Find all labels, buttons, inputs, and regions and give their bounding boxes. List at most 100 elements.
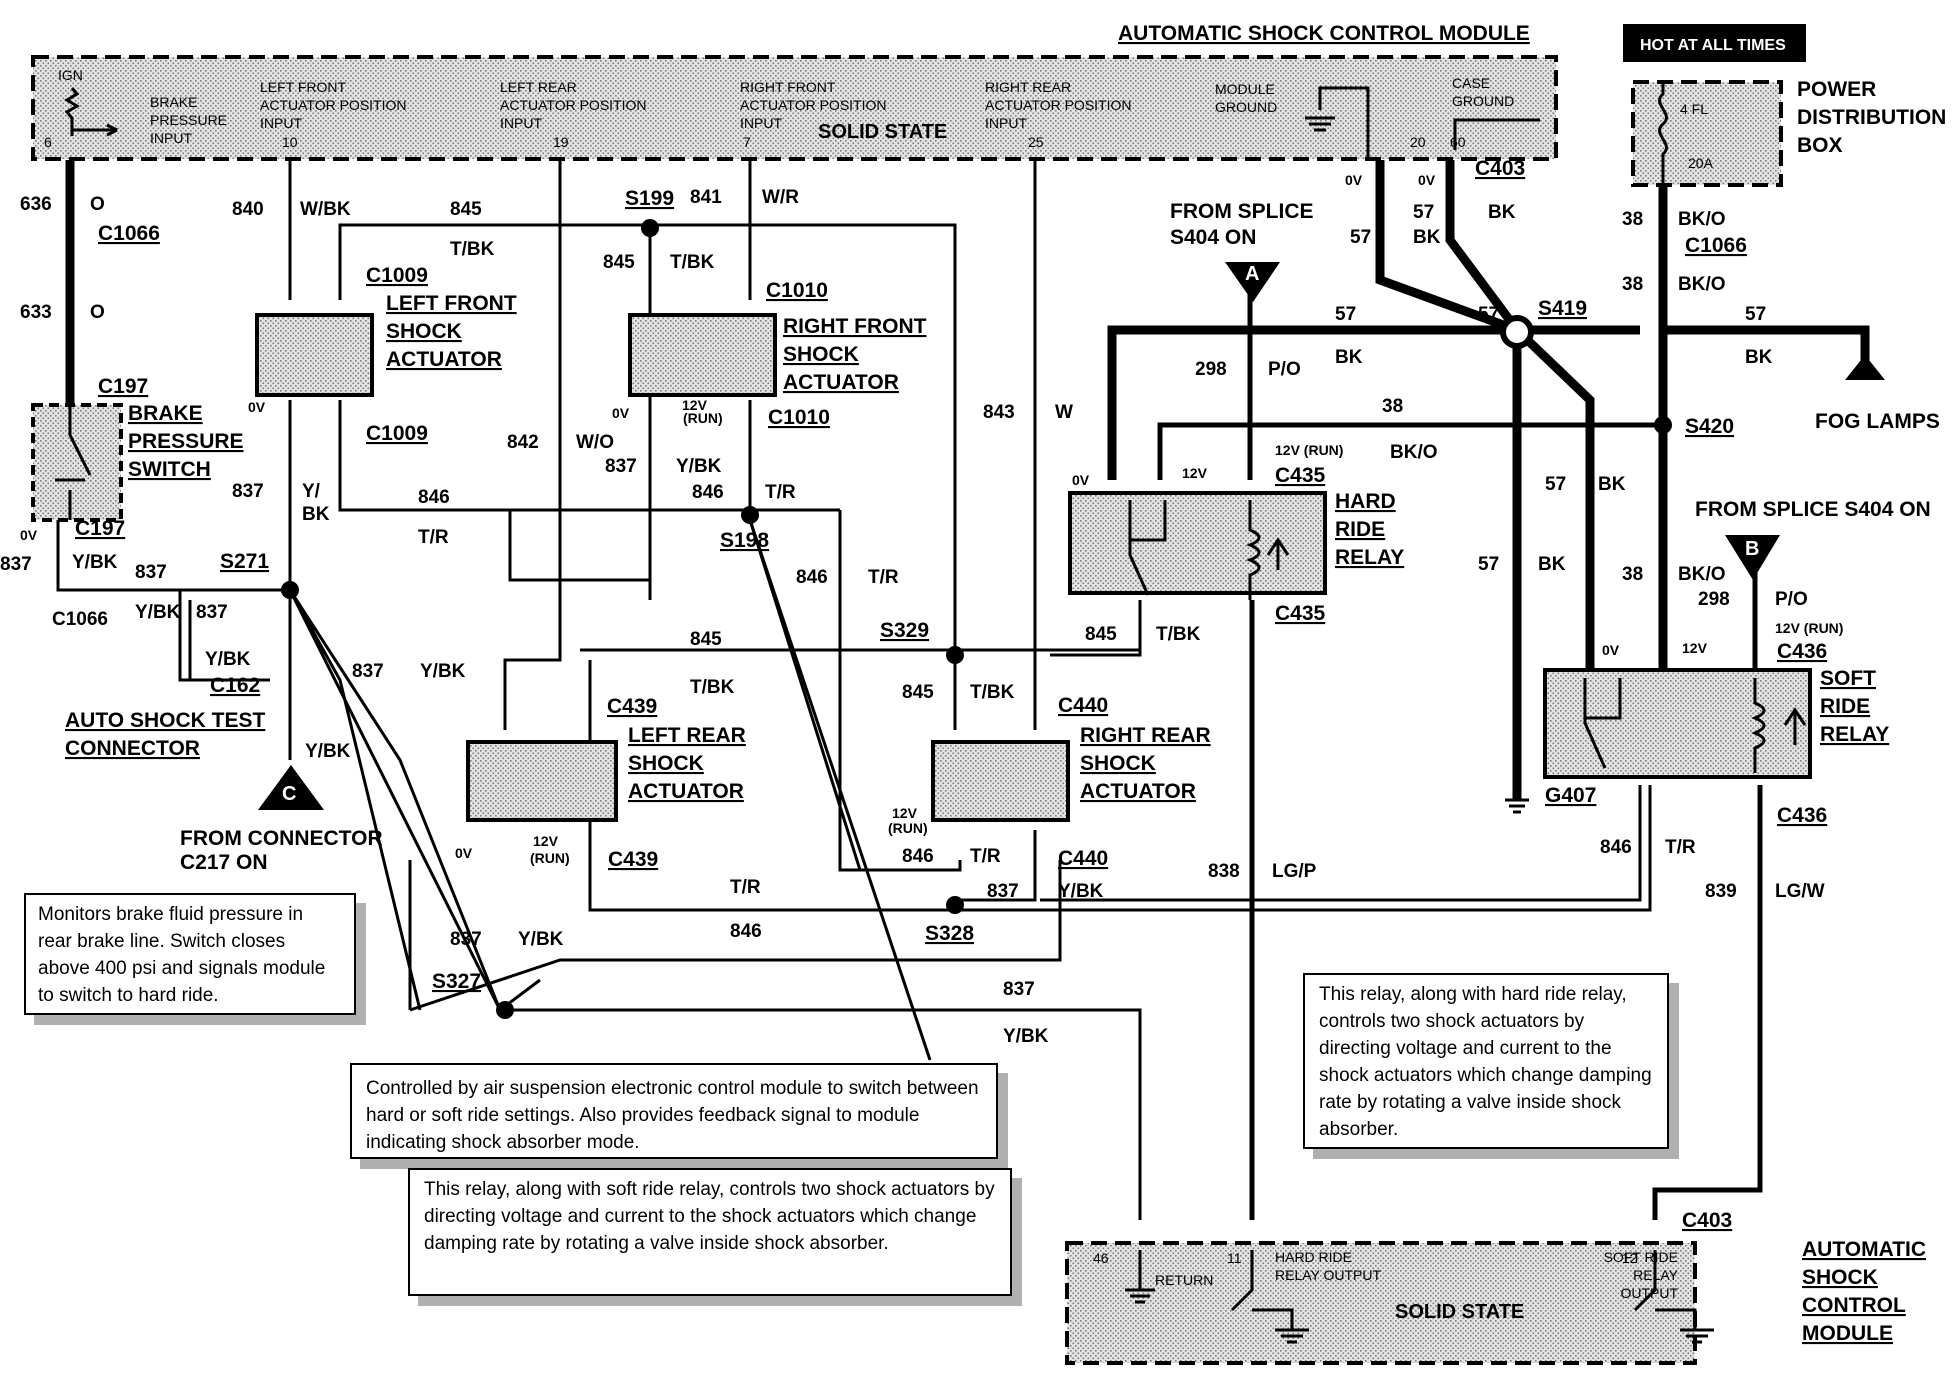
label-w837i: 837 (1003, 979, 1035, 1000)
right-rear-shock-actuator: RIGHT REAR SHOCK ACTUATOR (931, 724, 1211, 822)
label-ov_s: 0V (1602, 642, 1620, 658)
svg-text:MODULE: MODULE (1215, 81, 1275, 97)
svg-text:60: 60 (1450, 134, 1466, 150)
svg-text:FROM SPLICE: FROM SPLICE (1170, 200, 1314, 223)
label-bk_g: BK (1538, 554, 1566, 575)
label-s199: S199 (625, 187, 674, 210)
svg-text:ACTUATOR POSITION: ACTUATOR POSITION (740, 97, 887, 113)
label-w837c: 837 (196, 602, 228, 623)
svg-text:RETURN: RETURN (1155, 1272, 1213, 1288)
svg-text:OUTPUT: OUTPUT (1620, 1285, 1678, 1301)
splice-b: B FROM SPLICE S404 ON (1695, 498, 1931, 580)
label-tbk_d: T/BK (970, 682, 1015, 703)
label-ybk_h: Y/BK (1058, 881, 1104, 902)
label-w298b: 298 (1698, 589, 1730, 610)
label-bko_a: BK/O (1390, 442, 1438, 463)
label-bk_c: BK (1488, 202, 1516, 223)
svg-text:CONTROL: CONTROL (1802, 1294, 1906, 1317)
label-ybk_i: Y/BK (518, 929, 564, 950)
label-v12_h: 12V (1182, 465, 1208, 481)
svg-text:SOLID STATE: SOLID STATE (1395, 1301, 1524, 1323)
svg-text:ACTUATOR: ACTUATOR (628, 780, 744, 803)
splice-s328 (946, 896, 964, 914)
pin-rr-actuator-position: 25 RIGHT REAR ACTUATOR POSITION INPUT (985, 79, 1132, 150)
label-ov_lr: 0V (455, 845, 473, 861)
svg-text:AUTOMATIC: AUTOMATIC (1802, 1238, 1926, 1261)
label-tbk_e: T/BK (1156, 624, 1201, 645)
label-c440b: C440 (1058, 847, 1108, 870)
label-ov_t2: 0V (1418, 172, 1436, 188)
svg-text:RIGHT FRONT: RIGHT FRONT (783, 315, 927, 338)
label-w837e: 837 (605, 456, 637, 477)
label-bk_f: BK (1745, 347, 1773, 368)
svg-text:SHOCK: SHOCK (386, 320, 462, 343)
label-tr_f: T/R (1665, 837, 1696, 858)
svg-text:HARD: HARD (1335, 490, 1396, 513)
label-w837h: 837 (450, 929, 482, 950)
label-tbk_a: T/BK (450, 239, 495, 260)
pin-brake-pressure-input: 6 BRAKE PRESSURE INPUT (44, 94, 227, 150)
fuse-symbol (1658, 82, 1668, 194)
label-w298a: 298 (1195, 359, 1227, 380)
svg-text:POWER: POWER (1797, 78, 1876, 101)
svg-text:PRESSURE: PRESSURE (150, 112, 227, 128)
label-c435b: C435 (1275, 602, 1326, 625)
svg-text:RIGHT FRONT: RIGHT FRONT (740, 79, 836, 95)
pin-module-ground: 20 MODULE GROUND (1215, 81, 1426, 150)
label-c436a: C436 (1777, 640, 1827, 663)
svg-text:INPUT: INPUT (150, 130, 192, 146)
ign-label: IGN (58, 67, 83, 83)
label-ov_lf: 0V (248, 399, 266, 415)
left-front-shock-actuator: LEFT FRONT SHOCK ACTUATOR (255, 292, 517, 397)
label-s419: S419 (1538, 297, 1587, 320)
label-w837b: 837 (135, 562, 167, 583)
label-c1066a: C1066 (98, 222, 160, 245)
hot-at-all-times-badge: HOT AT ALL TIMES (1623, 24, 1806, 62)
svg-text:C217 ON: C217 ON (180, 851, 268, 874)
splice-a: A FROM SPLICE S404 ON (1170, 200, 1314, 302)
svg-text:HARD RIDE: HARD RIDE (1275, 1249, 1352, 1265)
note-soft-ride-relay: This relay, along with hard ride relay, … (1303, 973, 1669, 1149)
label-w57e: 57 (1545, 474, 1566, 495)
auto-shock-test-connector: AUTO SHOCK TEST CONNECTOR (65, 709, 265, 760)
label-po_a: P/O (1268, 359, 1301, 380)
label-v12_s: 12V (1682, 640, 1708, 656)
svg-text:LEFT REAR: LEFT REAR (500, 79, 577, 95)
note-hard-ride-relay: This relay, along with soft ride relay, … (408, 1168, 1012, 1296)
svg-text:SWITCH: SWITCH (128, 458, 211, 481)
label-w837d: 837 (232, 481, 264, 502)
label-w842: 842 (507, 432, 539, 453)
svg-text:RIDE: RIDE (1335, 518, 1385, 541)
svg-text:12: 12 (1622, 1250, 1638, 1266)
label-tbk_c: T/BK (690, 677, 735, 698)
svg-text:BRAKE: BRAKE (128, 402, 203, 425)
svg-text:BRAKE: BRAKE (150, 94, 197, 110)
label-c197b: C197 (75, 517, 125, 540)
svg-text:11: 11 (1227, 1250, 1242, 1266)
svg-text:INPUT: INPUT (260, 115, 302, 131)
label-lgw: LG/W (1775, 881, 1825, 902)
label-tbk_b: T/BK (670, 252, 715, 273)
label-ybk_b: Y/BK (135, 602, 181, 623)
ground-g407-icon (1505, 798, 1529, 814)
svg-text:S404 ON: S404 ON (1170, 226, 1256, 249)
svg-text:ACTUATOR: ACTUATOR (386, 348, 502, 371)
label-w841: 841 (690, 187, 722, 208)
pin-lf-actuator-position: 10 LEFT FRONT ACTUATOR POSITION INPUT (260, 79, 407, 150)
svg-text:FROM SPLICE S404 ON: FROM SPLICE S404 ON (1695, 498, 1931, 521)
svg-text:CASE: CASE (1452, 75, 1490, 91)
label-run_rr: (RUN) (888, 820, 928, 836)
label-c1009b: C1009 (366, 422, 428, 445)
label-w837f: 837 (352, 661, 384, 682)
label-c439b: C439 (608, 848, 658, 871)
label-c403b: C403 (1682, 1209, 1732, 1232)
svg-text:ACTUATOR POSITION: ACTUATOR POSITION (500, 97, 647, 113)
brake-pressure-switch: BRAKE PRESSURE SWITCH (31, 402, 244, 522)
svg-text:INPUT: INPUT (740, 115, 782, 131)
label-ybk_j: Y/BK (1003, 1026, 1049, 1047)
label-wr: W/R (762, 187, 799, 208)
label-ov_rf: 0V (612, 405, 630, 421)
label-w846a: 846 (418, 487, 450, 508)
label-w846f: 846 (1600, 837, 1632, 858)
